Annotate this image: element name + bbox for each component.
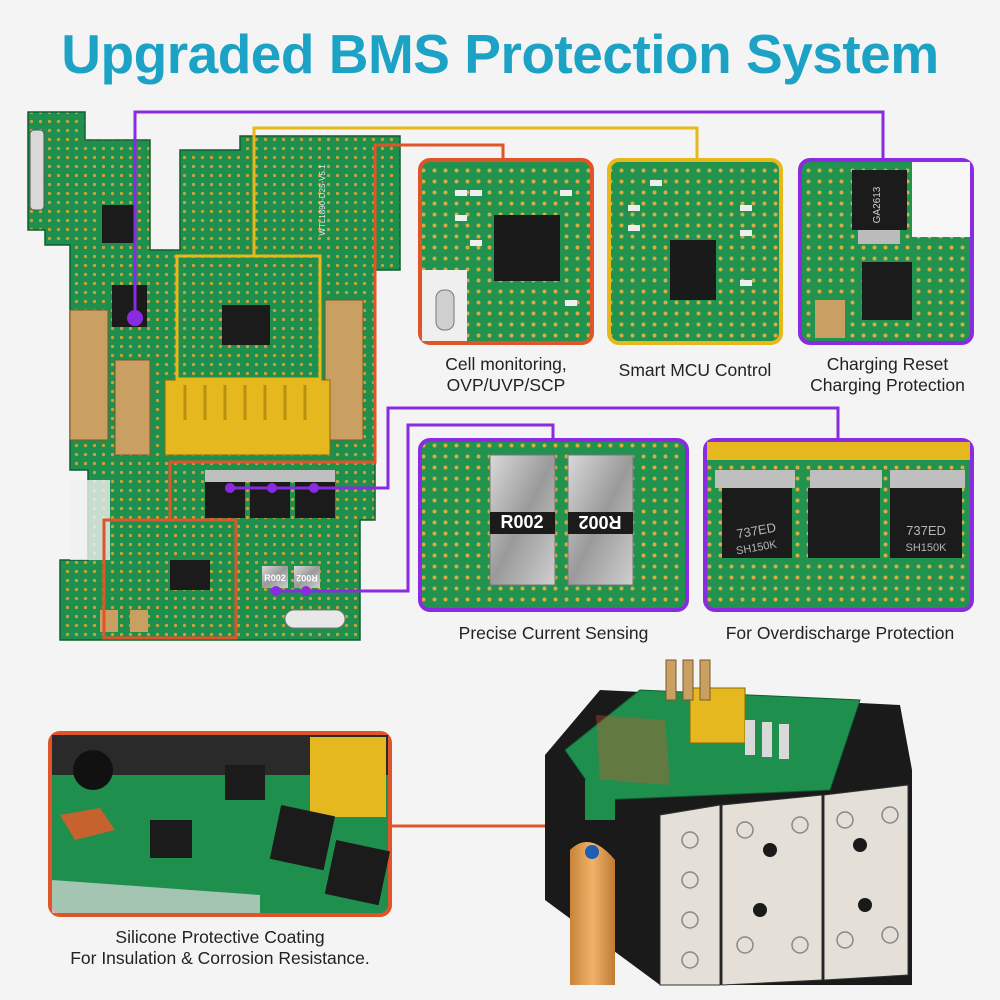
mosfet-detail-1: [722, 488, 792, 558]
detail-current-sensing: [418, 438, 689, 612]
detail-overdischarge: [703, 438, 974, 612]
page-title: Upgraded BMS Protection System: [61, 23, 939, 85]
diode-bottom-detail: [862, 262, 912, 320]
resistor-marking-main-1: R002: [264, 573, 286, 583]
monitor-chip: [170, 560, 210, 590]
detail-charging-reset: [798, 158, 974, 345]
pack-connector: [689, 687, 746, 744]
mosfet-detail-2: [808, 488, 880, 558]
mosfet-marking-1: 737ED: [735, 520, 777, 542]
board-marking: WTL1890-D25-V5.1: [318, 164, 327, 236]
battery-cell: [570, 842, 615, 985]
connector-dots: [127, 310, 319, 596]
resistor-marking-1: R002: [500, 512, 543, 532]
shunt-resistor-2: [294, 566, 320, 588]
connector-lines: [133, 110, 885, 828]
detail-cell-monitoring: [418, 158, 594, 345]
diode-top: [102, 205, 134, 243]
battery-pack: [545, 659, 912, 986]
mosfet-detail-3: [890, 488, 962, 558]
yellow-connector: [164, 379, 331, 456]
terminal-right: [324, 299, 364, 441]
resistor-marking-main-2: R002: [296, 573, 318, 583]
diode-marking: GA2613: [872, 186, 883, 223]
pcb-slot: [29, 129, 45, 211]
shunt-resistor-1: [262, 566, 288, 588]
caption-cell-monitoring: Cell monitoring,OVP/UVP/SCP: [445, 354, 567, 395]
caption-mcu: Smart MCU Control: [618, 360, 772, 380]
mosfet-marking-3-sub: SH150K: [906, 542, 948, 554]
main-pcb: [27, 111, 401, 641]
caption-current-sensing: Precise Current Sensing: [458, 623, 649, 643]
highlight-mcu: [175, 254, 322, 381]
detail-mcu: [607, 158, 783, 345]
caption-overdischarge: For Overdischarge Protection: [725, 623, 955, 643]
detail-coating: [48, 731, 392, 917]
resistor-marking-2: R002: [578, 512, 621, 532]
diode-top-detail: [852, 170, 907, 230]
mosfet-marking-3: 737ED: [906, 523, 946, 538]
terminal-left-inner: [114, 359, 151, 456]
terminal-left: [69, 309, 109, 441]
mosfet-1: [205, 480, 245, 518]
mcu-chip: [222, 305, 270, 345]
component-markings: R002 R002 R002 R002 737ED SH150K 737ED S…: [264, 164, 947, 583]
